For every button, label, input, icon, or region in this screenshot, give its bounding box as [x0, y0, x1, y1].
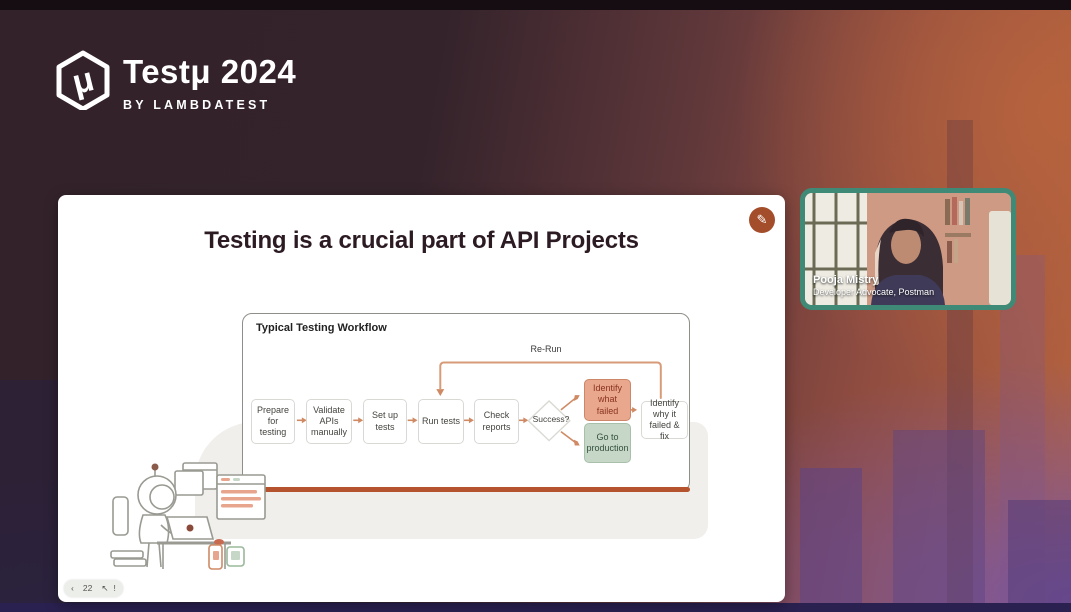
slide-title: Testing is a crucial part of API Project…	[204, 227, 639, 254]
speaker-webcam-tile[interactable]: Pooja Mistry Developer Advocate, Postman	[800, 188, 1016, 310]
success-branch-box: Go to production	[584, 423, 631, 463]
event-logo-title: Testμ 2024	[123, 53, 297, 90]
slide-page-number: 22	[82, 583, 93, 594]
workflow-diagram: Typical Testing Workflow	[242, 313, 690, 492]
speaker-name: Pooja Mistry	[813, 273, 879, 286]
webcam-video-still	[805, 193, 1011, 305]
top-letterbox-bar	[0, 0, 1071, 10]
person-at-desk-illustration	[110, 462, 266, 570]
testmu-logo-icon: μ	[56, 50, 110, 110]
final-step-box: Identify why it failed & fix	[641, 398, 688, 441]
speaker-role: Developer Advocate, Postman	[813, 286, 935, 297]
background-skyline	[800, 468, 862, 612]
previous-slide-button[interactable]: ‹	[71, 583, 74, 594]
workflow-step: Set up tests	[363, 399, 407, 444]
annotation-pen-button[interactable]: ✎	[749, 207, 775, 233]
pen-icon: ✎	[756, 212, 768, 227]
more-options-button[interactable]: !	[113, 583, 116, 594]
background-skyline	[1008, 500, 1071, 612]
workflow-step: Check reports	[474, 399, 519, 444]
rerun-label: Re-Run	[530, 344, 562, 354]
svg-text:μ: μ	[68, 60, 97, 102]
background-skyline	[0, 380, 58, 612]
event-logo-subtitle: BY LAMBDATEST	[123, 97, 271, 112]
diagram-connectors	[296, 361, 662, 446]
presentation-slide: Testing is a crucial part of API Project…	[58, 195, 785, 602]
background-skyline	[893, 430, 985, 612]
workflow-step: Prepare for testing	[251, 399, 295, 444]
event-logo: μ Testμ 2024 BY LAMBDATEST	[55, 50, 296, 112]
fail-branch-box: Identify what failed	[584, 379, 631, 421]
slide-controls: ‹ 22 ↖ !	[64, 580, 123, 597]
decision-label: Success?	[532, 414, 570, 424]
accent-underline	[244, 487, 690, 492]
speaker-lower-third: Pooja Mistry Developer Advocate, Postman	[813, 274, 934, 298]
pointer-tool-button[interactable]: ↖	[101, 583, 109, 594]
bottom-letterbox-bar	[0, 603, 1071, 612]
workflow-step: Validate APIs manually	[306, 399, 352, 444]
diagram-heading: Typical Testing Workflow	[256, 322, 387, 334]
workflow-step: Run tests	[418, 399, 464, 444]
